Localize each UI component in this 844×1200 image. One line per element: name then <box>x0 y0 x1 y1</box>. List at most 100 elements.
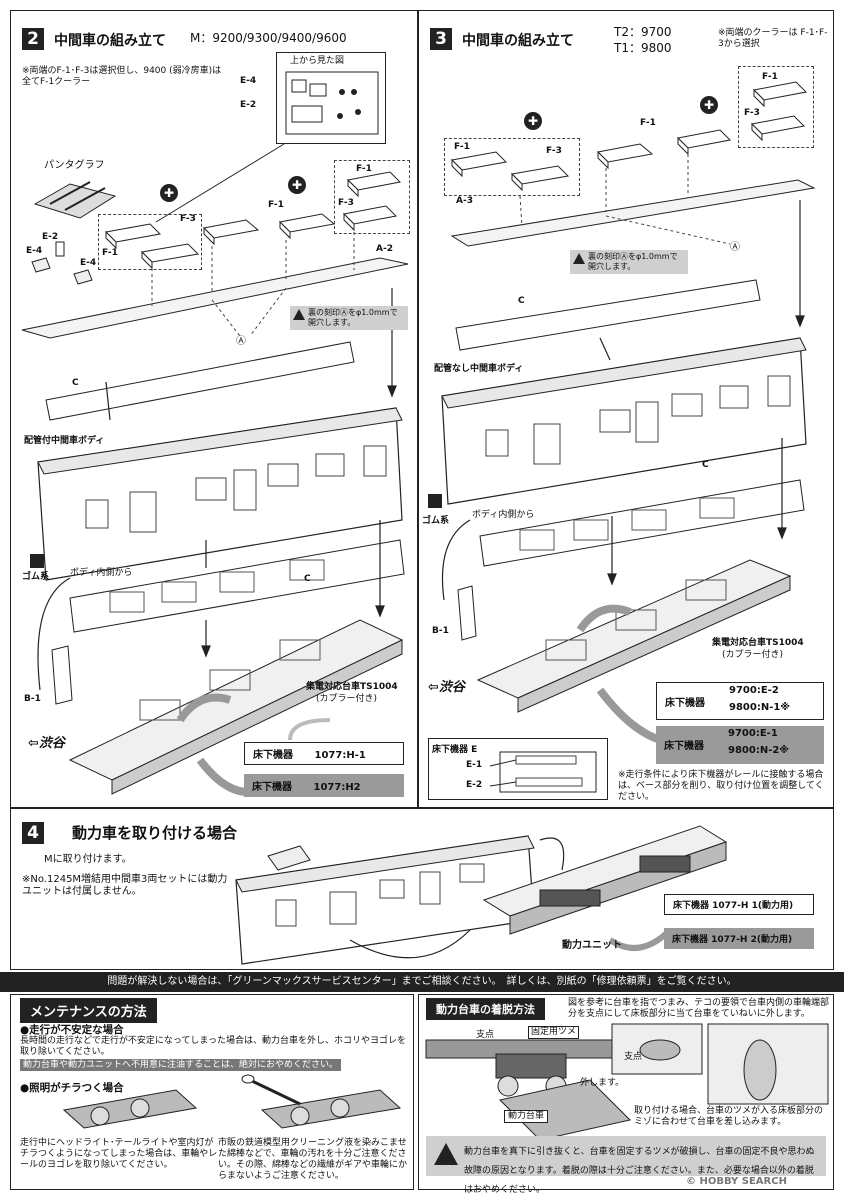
step2-c-label-bottom: C <box>304 574 311 584</box>
step2-rubber-label: ゴム系 <box>22 572 50 582</box>
step4-title: 動力車を取り付ける場合 <box>72 824 238 842</box>
warning-icon <box>293 309 305 320</box>
dadai-fulcrum2: 支点 <box>624 1052 643 1062</box>
step3-f3-label-a: F-3 <box>546 146 562 156</box>
step3-floor-b-value-1: 9700:E-1 <box>728 728 778 739</box>
step4-floor-box-2: 床下機器 1077-H 2(動力用) <box>664 928 814 949</box>
step3-a3-label: A-3 <box>456 196 473 206</box>
step3-models-t1: T1：9800 <box>614 41 672 55</box>
step3-bogie-label: 集電対応台車TS1004 <box>712 638 804 648</box>
circle-plus-icon-3: ✚ <box>524 112 542 130</box>
maint-sub2: ●照明がチラつく場合 <box>20 1082 124 1094</box>
dadai-bogie-text: 動力台車 <box>508 1111 545 1121</box>
step3-floor-b-label: 床下機器 <box>664 741 704 752</box>
step3-f3-label-b: F-3 <box>744 108 760 118</box>
step3-c-label-top: C <box>518 296 525 306</box>
step2-floor-box-1: 床下機器 1077:H-1 <box>244 742 404 765</box>
step2-floor2-label: 床下機器 <box>252 782 292 793</box>
circle-a-mark-step2: Ⓐ <box>236 336 246 347</box>
dadai-text: 図を参考に台車を指でつまみ、テコの要領で台車内側の車輪端部分を支点にして床板部分… <box>568 998 830 1019</box>
cooler-f1-label-b: F-1 <box>268 200 284 210</box>
step3-floor-b-value-2: 9800:N-2※ <box>728 745 790 756</box>
step3-note: ※両端のクーラーは F-1･F-3から選択 <box>718 28 828 49</box>
floor-e2-label: E-2 <box>466 780 483 790</box>
step3-floor-box-a: 床下機器 9700:E-2 9800:N-1※ <box>656 682 824 720</box>
topview-diagram <box>155 71 379 223</box>
maint-frame <box>10 994 414 1190</box>
cooler-select-dashed-left <box>98 214 202 270</box>
step3-b1-label: B-1 <box>432 626 449 636</box>
step3-f1-label-b: F-1 <box>640 118 656 128</box>
cooler-select-dashed-right <box>334 160 410 234</box>
dadai-attach: 取り付ける場合、台車のツメが入る床板部分のミゾに合わせて台車を差し込みます。 <box>634 1106 824 1127</box>
dadai-claw-text: 固定用ツメ <box>531 1027 577 1037</box>
maint-title: メンテナンスの方法 <box>20 998 157 1023</box>
dadai-frame <box>418 994 834 1190</box>
step3-inside-label: ボディ内側から <box>472 510 535 520</box>
cooler-f3-label-a: F-3 <box>180 214 196 224</box>
step2-title: 中間車の組み立て <box>54 33 166 49</box>
step2-warning-text: 裏の刻印Ⓐをφ1.0mmで開穴します。 <box>308 308 398 327</box>
step4-line1: Mに取り付けます。 <box>44 854 132 865</box>
step2-body-label: 配管付中間車ボディ <box>24 436 105 446</box>
floor-e-title: 床下機器 E <box>432 745 478 755</box>
warning-icon-dadai <box>434 1143 458 1165</box>
maint-warn1: 動力台車や動力ユニットへ不用意に注油することは、絶対におやめください。 <box>20 1059 410 1071</box>
step2-number: 2 <box>22 28 44 50</box>
circle-a-mark-step3: Ⓐ <box>730 242 740 253</box>
dadai-title: 動力台車の着脱方法 <box>426 998 545 1020</box>
step3-warning-text: 裏の刻印Ⓐをφ1.0mmで開穴します。 <box>588 252 678 271</box>
step2-bogie-label: 集電対応台車TS1004 <box>306 682 398 692</box>
step3-number: 3 <box>430 28 452 50</box>
dadai-warning-text: 動力台車を真下に引き抜くと、台車を固定するツメが破損し、台車の固定不良や思わぬ故… <box>464 1147 815 1195</box>
step4-floor-box-1: 床下機器 1077-H 1(動力用) <box>664 894 814 915</box>
topview-label-e4: E-4 <box>240 76 257 86</box>
step2-inside-label: ボディ内側から <box>70 568 133 578</box>
step4-number: 4 <box>22 822 44 844</box>
step2-floor2-value: 1077:H2 <box>313 782 361 793</box>
step3-cooler-dashed-right <box>738 66 814 148</box>
step3-c-label-bottom: C <box>702 460 709 470</box>
roof-a2-label: A-2 <box>376 244 393 254</box>
step2-direction-text: 渋谷 <box>38 736 65 751</box>
step3-f1-label-c: F-1 <box>762 72 778 82</box>
step4-frame <box>10 808 834 970</box>
part-e4-label-right: E-4 <box>80 258 97 268</box>
rubber-glue-icon-step3 <box>428 494 442 508</box>
pantograph-label: パンタグラフ <box>44 160 105 171</box>
step3-frame <box>418 10 834 808</box>
service-bar-text: 問題が解決しない場合は、「グリーンマックスサービスセンター」までご相談ください。… <box>107 976 737 987</box>
step3-floor-a-value-2: 9800:N-1※ <box>729 702 791 713</box>
step2-floor1-label: 床下機器 <box>253 750 293 761</box>
dadai-remove: 外します。 <box>580 1078 625 1088</box>
step3-models-t2: T2：9700 <box>614 25 672 39</box>
step3-floor-box-b: 床下機器 9700:E-1 9800:N-2※ <box>656 726 824 764</box>
cooler-f3-label-b: F-3 <box>338 198 354 208</box>
step3-coupler-label: (カプラー付き) <box>722 650 784 660</box>
dadai-fulcrum: 支点 <box>476 1030 495 1040</box>
circle-plus-icon-1: ✚ <box>160 184 178 202</box>
floor-e1-label: E-1 <box>466 760 483 770</box>
circle-plus-icon-2: ✚ <box>288 176 306 194</box>
maint-sub1: ●走行が不安定な場合 <box>20 1024 124 1036</box>
step3-body-label: 配管なし中間車ボディ <box>434 364 524 374</box>
step4-line2: ※No.1245M増結用中間車3両セットには動力ユニットは付属しません。 <box>22 874 228 897</box>
service-bar: 問題が解決しない場合は、「グリーンマックスサービスセンター」までご相談ください。… <box>0 972 844 992</box>
step2-coupler-label: (カプラー付き) <box>316 694 378 704</box>
pantograph-icon <box>33 181 117 219</box>
step3-f1-label-a: F-1 <box>454 142 470 152</box>
step3-warning: 裏の刻印Ⓐをφ1.0mmで開穴します。 <box>570 250 688 274</box>
topview-title: 上から見た図 <box>290 56 345 66</box>
dadai-warning: 動力台車を真下に引き抜くと、台車を固定するツメが破損し、台車の固定不良や思わぬ故… <box>426 1136 826 1195</box>
rubber-glue-icon-step2 <box>30 554 44 568</box>
dadai-claw: 固定用ツメ <box>528 1026 580 1039</box>
step3-floor-a-label: 床下機器 <box>665 698 705 709</box>
step2-note: ※両端のF-1･F-3は選択但し、9400 (弱冷房車)は全てF-1クーラー <box>22 66 222 87</box>
step3-footnote: ※走行条件により床下機器がレールに接触する場合は、ベース部分を削り、取り付け位置… <box>618 770 824 802</box>
topview-box <box>276 52 386 144</box>
maint-text2b: 市販の鉄道模型用クリーニング液を染みこませた綿棒などで、車輪の汚れを十分ご注意く… <box>218 1138 408 1181</box>
step2-c-label-top: C <box>72 378 79 388</box>
